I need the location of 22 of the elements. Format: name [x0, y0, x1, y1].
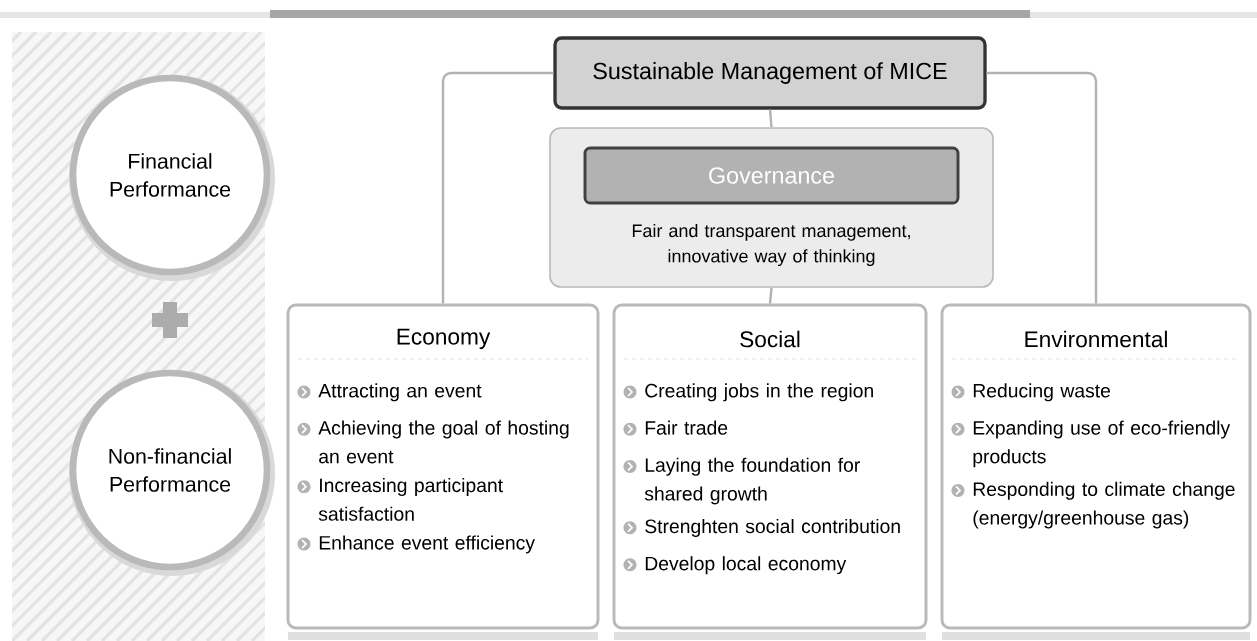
column-heading: Economy: [397, 328, 491, 350]
column-heading: Social: [740, 330, 800, 348]
bullet-item: Fair trade: [645, 420, 728, 435]
column-heading: Environmental: [1025, 330, 1167, 348]
bullet-item: Achieving the goal of hosting an event: [318, 420, 569, 464]
bullet-item: Strenghten social contribution: [645, 519, 900, 537]
bullet-item: Expanding use of eco-friendly products: [973, 420, 1231, 468]
bullet-item: Laying the foundation for shared growth: [644, 457, 860, 505]
bullet-item: Increasing participant satisfaction: [318, 477, 503, 521]
bullet-item: Responding to climate change (energy/greenhouse gas): [973, 481, 1235, 529]
bullet-item: Creating jobs in the region: [645, 383, 873, 402]
bullet-item: Reducing waste: [973, 383, 1110, 402]
bullet-item: Develop local economy: [645, 556, 847, 575]
description-text: Fair and transparent management, innovative way of thinking: [632, 223, 910, 267]
bullet-item: Enhance event efficiency: [319, 535, 535, 554]
connector-line: [986, 71, 1098, 304]
title-box: Sustainable Management of MICE: [553, 36, 987, 110]
bullet-item: Attracting an event: [318, 383, 482, 402]
connector-line: [768, 109, 773, 128]
connector-line: [768, 287, 773, 304]
connector-line: [441, 71, 554, 304]
governance-box: Governance: [583, 146, 960, 205]
